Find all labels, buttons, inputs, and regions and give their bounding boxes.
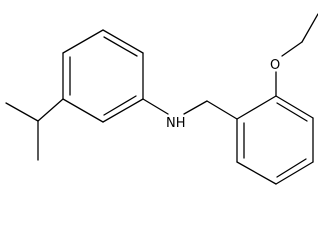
right-benzene-ring	[236, 95, 314, 185]
double-bond-inner	[103, 36, 138, 57]
bond	[183, 100, 208, 115]
bond	[102, 98, 144, 123]
oxygen-atom-label: O	[270, 58, 280, 73]
structure-diagram: NH O	[5, 13, 318, 185]
isopropyl-group	[5, 98, 64, 161]
ethoxy-group	[275, 13, 318, 97]
bond	[301, 13, 318, 43]
bond	[206, 100, 238, 120]
bond	[275, 95, 314, 119]
bond	[5, 102, 39, 122]
bond	[275, 161, 314, 185]
bond	[37, 98, 64, 122]
bond	[236, 161, 277, 185]
bond	[236, 95, 277, 120]
bond	[62, 98, 104, 123]
molecule-structure: NH O	[5, 13, 318, 185]
left-benzene-ring	[62, 29, 144, 123]
bond	[62, 29, 104, 54]
nh-atom-label: NH	[166, 116, 186, 131]
bond	[281, 41, 303, 57]
bond	[102, 29, 144, 54]
amine-linker	[142, 98, 238, 120]
double-bond-inner	[276, 102, 308, 122]
double-bond-inner	[103, 95, 137, 116]
bond	[142, 98, 169, 115]
double-bond-inner	[276, 158, 307, 178]
